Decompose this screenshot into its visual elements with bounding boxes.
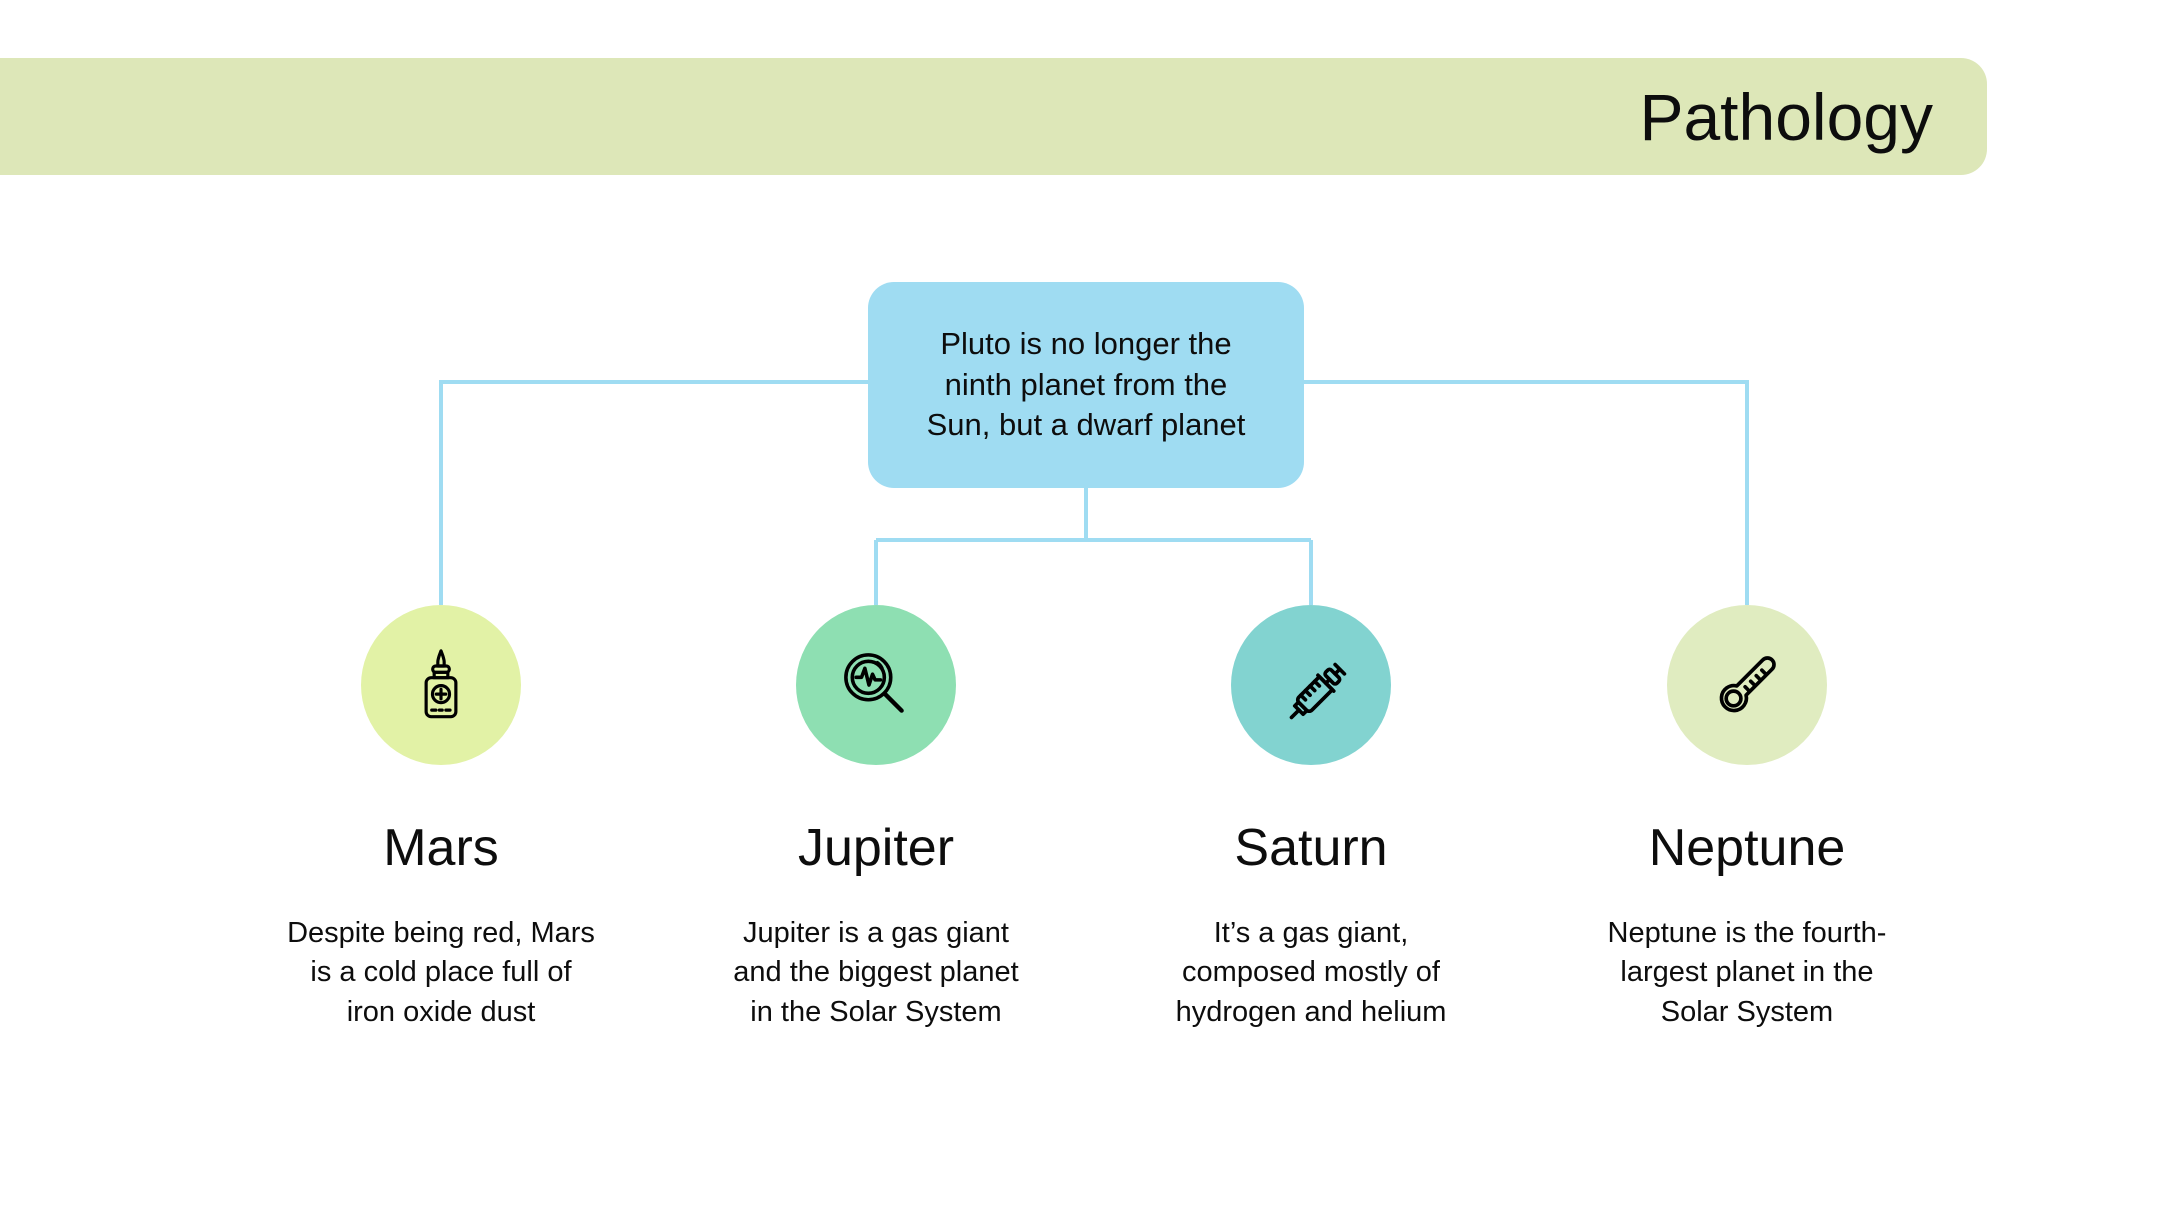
branch-mars[interactable]: Mars Despite being red, Mars is a cold p… bbox=[276, 605, 606, 1032]
branch-description: Despite being red, Mars is a cold place … bbox=[287, 917, 595, 1028]
branch-icon-circle[interactable] bbox=[361, 605, 521, 765]
branch-title: Neptune bbox=[1648, 819, 1846, 877]
magnifier-pulse-icon bbox=[835, 644, 917, 726]
branch-neptune[interactable]: Neptune Neptune is the fourth- largest p… bbox=[1582, 605, 1912, 1032]
branch-jupiter[interactable]: Jupiter Jupiter is a gas giant and the b… bbox=[711, 605, 1041, 1032]
page-title: Pathology bbox=[1639, 79, 1933, 154]
branch-title: Jupiter bbox=[797, 819, 955, 877]
syringe-icon bbox=[1269, 643, 1353, 727]
branch-description: Neptune is the fourth- largest planet in… bbox=[1607, 917, 1887, 1028]
branch-saturn[interactable]: Saturn It’s a gas giant, composed mostly… bbox=[1146, 605, 1476, 1032]
thermometer-icon bbox=[1705, 643, 1789, 727]
branch-description: Jupiter is a gas giant and the biggest p… bbox=[733, 917, 1019, 1028]
root-node-text: Pluto is no longer the ninth planet from… bbox=[926, 325, 1246, 443]
branch-icon-circle[interactable] bbox=[796, 605, 956, 765]
branch-title: Mars bbox=[383, 819, 499, 877]
branch-icon-circle[interactable] bbox=[1231, 605, 1391, 765]
branch-title: Saturn bbox=[1234, 819, 1388, 877]
medicine-dropper-bottle-icon bbox=[402, 646, 480, 724]
root-node[interactable]: Pluto is no longer the ninth planet from… bbox=[868, 282, 1304, 488]
branch-icon-circle[interactable] bbox=[1667, 605, 1827, 765]
branch-description: It’s a gas giant, composed mostly of hyd… bbox=[1175, 917, 1447, 1028]
header-banner: Pathology bbox=[0, 58, 1987, 175]
